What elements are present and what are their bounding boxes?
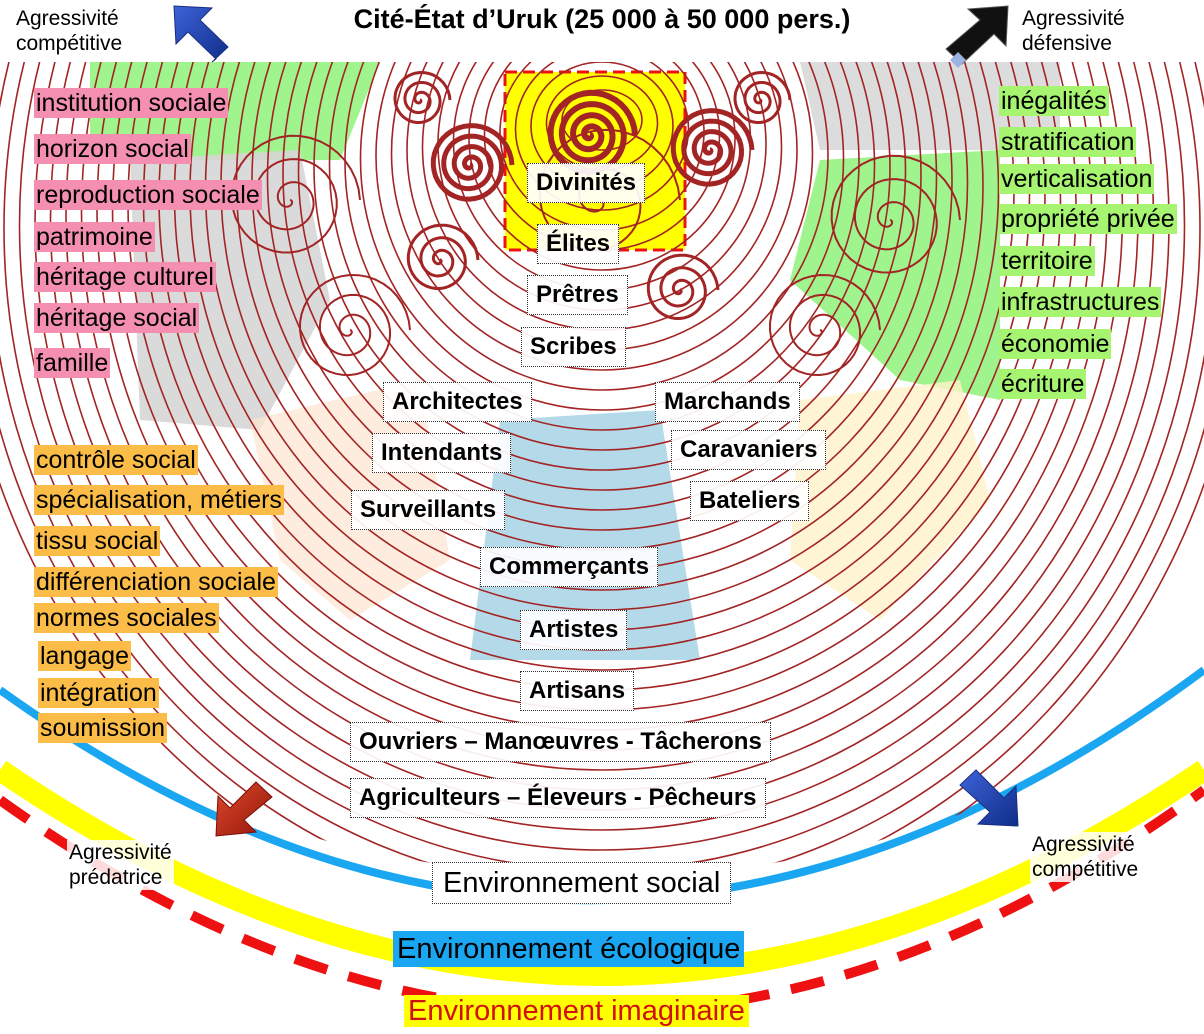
corner-label-top-right: Agressivité défensive <box>1020 6 1127 56</box>
arrow-top-right-icon <box>945 5 1009 68</box>
corner-label-bottom-right: Agressivité compétitive <box>1030 832 1141 882</box>
corner-label-line: compétitive <box>16 32 123 55</box>
tag-orange: soumission <box>38 713 168 743</box>
tag-green: économie <box>999 329 1112 359</box>
spiral-ornament <box>298 273 411 377</box>
tag-green: stratification <box>999 127 1137 157</box>
tag-green: territoire <box>999 246 1095 276</box>
stratum-elites: Élites <box>537 224 620 264</box>
tag-orange: contrôle social <box>34 445 198 475</box>
tag-orange: tissu social <box>34 526 161 556</box>
tag-orange: langage <box>38 641 131 671</box>
tag-orange: spécialisation, métiers <box>34 485 284 515</box>
stratum-ouvriers: Ouvriers – Manœuvres - Tâcherons <box>350 722 771 762</box>
tag-green: écriture <box>999 369 1087 399</box>
environment-ecologique-label: Environnement écologique <box>393 931 745 967</box>
corner-label-bottom-left: Agressivité prédatrice <box>67 840 174 890</box>
social-ring <box>18 62 1186 851</box>
stratum-surveillants: Surveillants <box>351 490 506 530</box>
social-ring <box>282 62 922 511</box>
spiral-ornament <box>646 253 720 320</box>
spiral-ornament <box>768 273 881 377</box>
social-ring <box>375 62 829 391</box>
spiral-ornament <box>830 154 961 274</box>
tag-pink: horizon social <box>34 134 191 164</box>
tag-pink: héritage culturel <box>34 262 216 292</box>
social-ring <box>328 62 876 451</box>
stratum-architectes: Architectes <box>383 382 532 422</box>
tag-green: verticalisation <box>999 164 1155 194</box>
arrow-top-left-icon <box>173 5 229 63</box>
social-ring <box>313 62 891 471</box>
corner-label-line: prédatrice <box>69 866 163 889</box>
spiral-ornament <box>430 123 515 202</box>
corner-label-line: Agressivité <box>69 841 172 864</box>
arrow-bottom-right-icon <box>959 769 1019 827</box>
corner-label-line: défensive <box>1022 32 1112 55</box>
tag-green: propriété privée <box>999 204 1177 234</box>
social-ring <box>359 62 845 411</box>
tag-pink: héritage social <box>34 303 200 333</box>
tag-orange: différenciation sociale <box>34 567 278 597</box>
corner-label-line: Agressivité <box>16 7 119 30</box>
arrow-bottom-left-icon <box>215 781 273 837</box>
stratum-artisans: Artisans <box>520 671 635 711</box>
social-ring <box>390 62 814 371</box>
stratum-agriculteurs: Agriculteurs – Éleveurs - Pêcheurs <box>350 778 766 818</box>
tag-pink: famille <box>34 348 111 378</box>
spiral-ornament <box>733 70 792 124</box>
diagram-title: Cité-État d’Uruk (25 000 à 50 000 pers.) <box>353 4 851 34</box>
tag-orange: normes sociales <box>34 603 219 633</box>
tag-orange: intégration <box>38 678 159 708</box>
environment-imaginaire-label: Environnement imaginaire <box>404 995 749 1027</box>
corner-label-top-left: Agressivité compétitive <box>14 6 125 56</box>
social-ring <box>266 62 938 531</box>
stratum-pretres: Prêtres <box>527 275 628 315</box>
stratum-bateliers: Bateliers <box>690 481 810 521</box>
tag-pink: institution sociale <box>34 88 229 118</box>
social-ring <box>297 62 907 491</box>
spiral-ornament <box>393 70 452 124</box>
spiral-ornament <box>670 108 755 187</box>
stratum-caravaniers: Caravaniers <box>671 430 827 470</box>
imaginary-band-yellow <box>0 760 1204 986</box>
environment-social-label: Environnement social <box>432 862 732 904</box>
tag-pink: patrimoine <box>34 222 155 252</box>
tag-green: inégalités <box>999 86 1109 116</box>
spiral-ornament <box>406 223 480 290</box>
corner-label-line: Agressivité <box>1022 7 1125 30</box>
corner-label-line: compétitive <box>1032 858 1139 881</box>
tag-pink: reproduction sociale <box>34 180 262 210</box>
corner-label-line: Agressivité <box>1032 833 1135 856</box>
stratum-intendants: Intendants <box>372 433 512 473</box>
stratum-divinites: Divinités <box>527 163 646 203</box>
stratum-commercants: Commerçants <box>480 547 659 587</box>
stratum-artistes: Artistes <box>520 610 628 650</box>
stratum-marchands: Marchands <box>655 382 800 422</box>
tag-green: infrastructures <box>999 287 1162 317</box>
stratum-scribes: Scribes <box>521 327 626 367</box>
